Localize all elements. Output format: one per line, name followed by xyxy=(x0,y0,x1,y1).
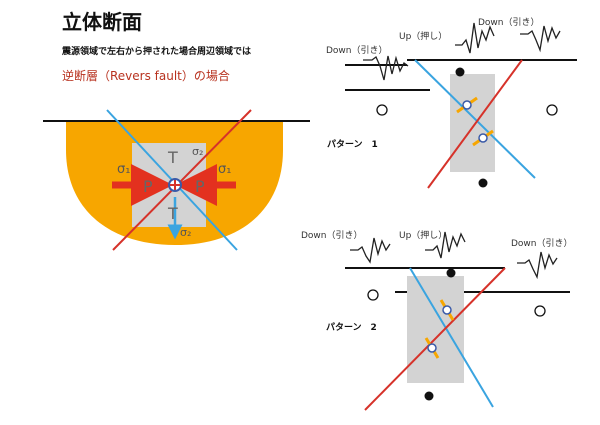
page-title: 立体断面 xyxy=(62,10,142,34)
pattern1-black-dot-top xyxy=(455,67,465,77)
pattern2-wave-down-left xyxy=(350,237,391,264)
p-axis-left-label: P xyxy=(143,177,153,196)
pattern2-blue-fault xyxy=(409,267,494,408)
subtitle: 震源領域で左右から押された場合周辺領域では xyxy=(62,47,252,57)
pattern1-white-dot-right xyxy=(546,104,558,116)
sigma1-right-label: σ₁ xyxy=(218,162,231,177)
pattern1-up-label: Up（押し） xyxy=(399,30,447,42)
pattern2-gray-block xyxy=(407,276,464,383)
left-cross-section: σ₁ σ₁ σ₂ σ₂ P P T T xyxy=(43,109,310,251)
pattern1-down-right-label: Down（引き） xyxy=(478,17,540,28)
pattern1-title: パターン 1 xyxy=(327,138,378,150)
pattern1-slip-marker-lower xyxy=(472,129,494,147)
focus-marker xyxy=(168,178,182,192)
t-axis-top-label: T xyxy=(167,148,178,167)
pattern2-black-dot-top xyxy=(446,268,456,278)
sigma2-bottom-label: σ₂ xyxy=(180,226,191,239)
pattern1-wave-down-left xyxy=(363,55,409,81)
pattern2-slip-marker-lower xyxy=(424,337,440,359)
pattern2-white-dot-left xyxy=(367,289,379,301)
pattern2-wave-up xyxy=(425,231,466,259)
pattern1-diagram: Down（引き） Up（押し） Down（引き） パターン 1 xyxy=(326,17,577,189)
pattern1-blue-fault xyxy=(414,59,536,179)
pattern1-red-fault xyxy=(427,59,523,189)
pattern2-slip-marker-upper xyxy=(439,299,455,321)
pattern2-wave-down-right xyxy=(517,251,558,280)
fault-case-label: 逆断層（Revers fault）の場合 xyxy=(62,69,230,83)
pattern1-white-dot-left xyxy=(376,104,388,116)
sigma1-left-label: σ₁ xyxy=(117,162,130,177)
pattern2-up-label: Up（押し） xyxy=(399,229,447,241)
pattern1-slip-marker-upper xyxy=(456,96,478,114)
pattern1-black-dot-bottom xyxy=(478,178,488,188)
pattern2-black-dot-bottom xyxy=(424,391,434,401)
pattern1-wave-down-right xyxy=(520,25,561,53)
p-axis-right-label: P xyxy=(195,177,205,196)
pattern2-diagram: Down（引き） Up（押し） Down（引き） パターン 2 xyxy=(301,229,573,411)
t-axis-bottom-label: T xyxy=(167,204,178,223)
sigma2-top-label: σ₂ xyxy=(192,145,203,158)
pattern1-gray-block xyxy=(450,74,495,172)
pattern1-down-left-label: Down（引き） xyxy=(326,45,388,56)
pattern2-down-right-label: Down（引き） xyxy=(511,238,573,249)
pattern1-wave-up xyxy=(455,22,495,54)
pattern2-white-dot-right xyxy=(534,305,546,317)
pattern2-title: パターン 2 xyxy=(326,321,377,333)
pattern2-down-left-label: Down（引き） xyxy=(301,230,363,241)
pattern2-red-fault xyxy=(364,267,506,411)
